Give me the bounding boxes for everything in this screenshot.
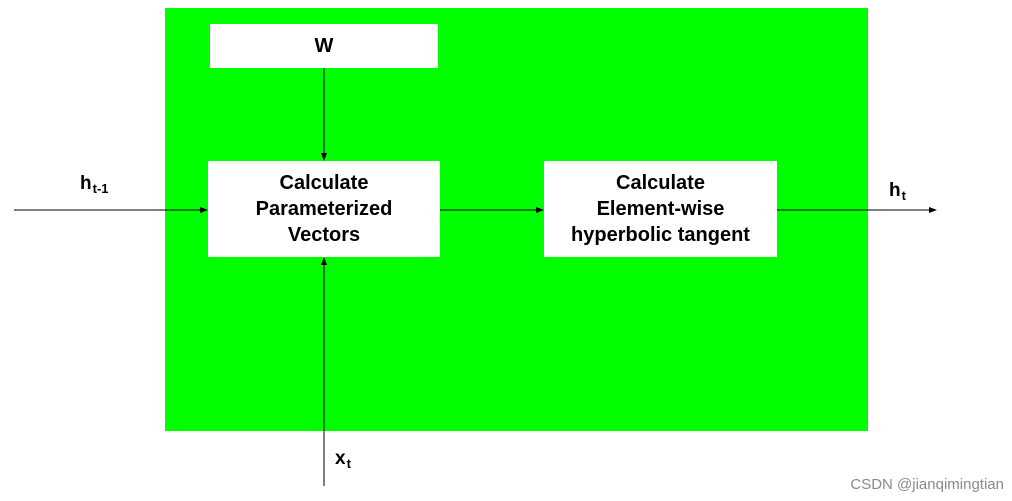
h-prev-base: h [80, 173, 92, 194]
tanh-line-3: hyperbolic tangent [571, 224, 750, 246]
tanh-line-2: Element-wise [596, 198, 725, 220]
x-in-subscript: t [346, 456, 351, 471]
h-out-label: ht [889, 180, 906, 203]
tanh-line-1: Calculate [616, 172, 705, 194]
h-out-base: h [889, 180, 901, 201]
h-prev-label: ht-1 [80, 173, 109, 196]
parameterize-box: Calculate Parameterized Vectors [208, 161, 440, 257]
x-in-label: xt [335, 448, 351, 471]
tanh-box: Calculate Element-wise hyperbolic tangen… [544, 161, 777, 257]
parameterize-line-1: Calculate [279, 172, 369, 194]
h-prev-subscript: t-1 [92, 181, 109, 196]
x-in-base: x [335, 448, 346, 469]
parameterize-line-2: Parameterized [255, 198, 393, 220]
weights-box: W [210, 24, 438, 68]
h-out-subscript: t [901, 188, 906, 203]
watermark: CSDN @jianqimingtian [850, 476, 1004, 493]
weights-label: W [314, 35, 334, 57]
parameterize-line-3: Vectors [287, 224, 361, 246]
